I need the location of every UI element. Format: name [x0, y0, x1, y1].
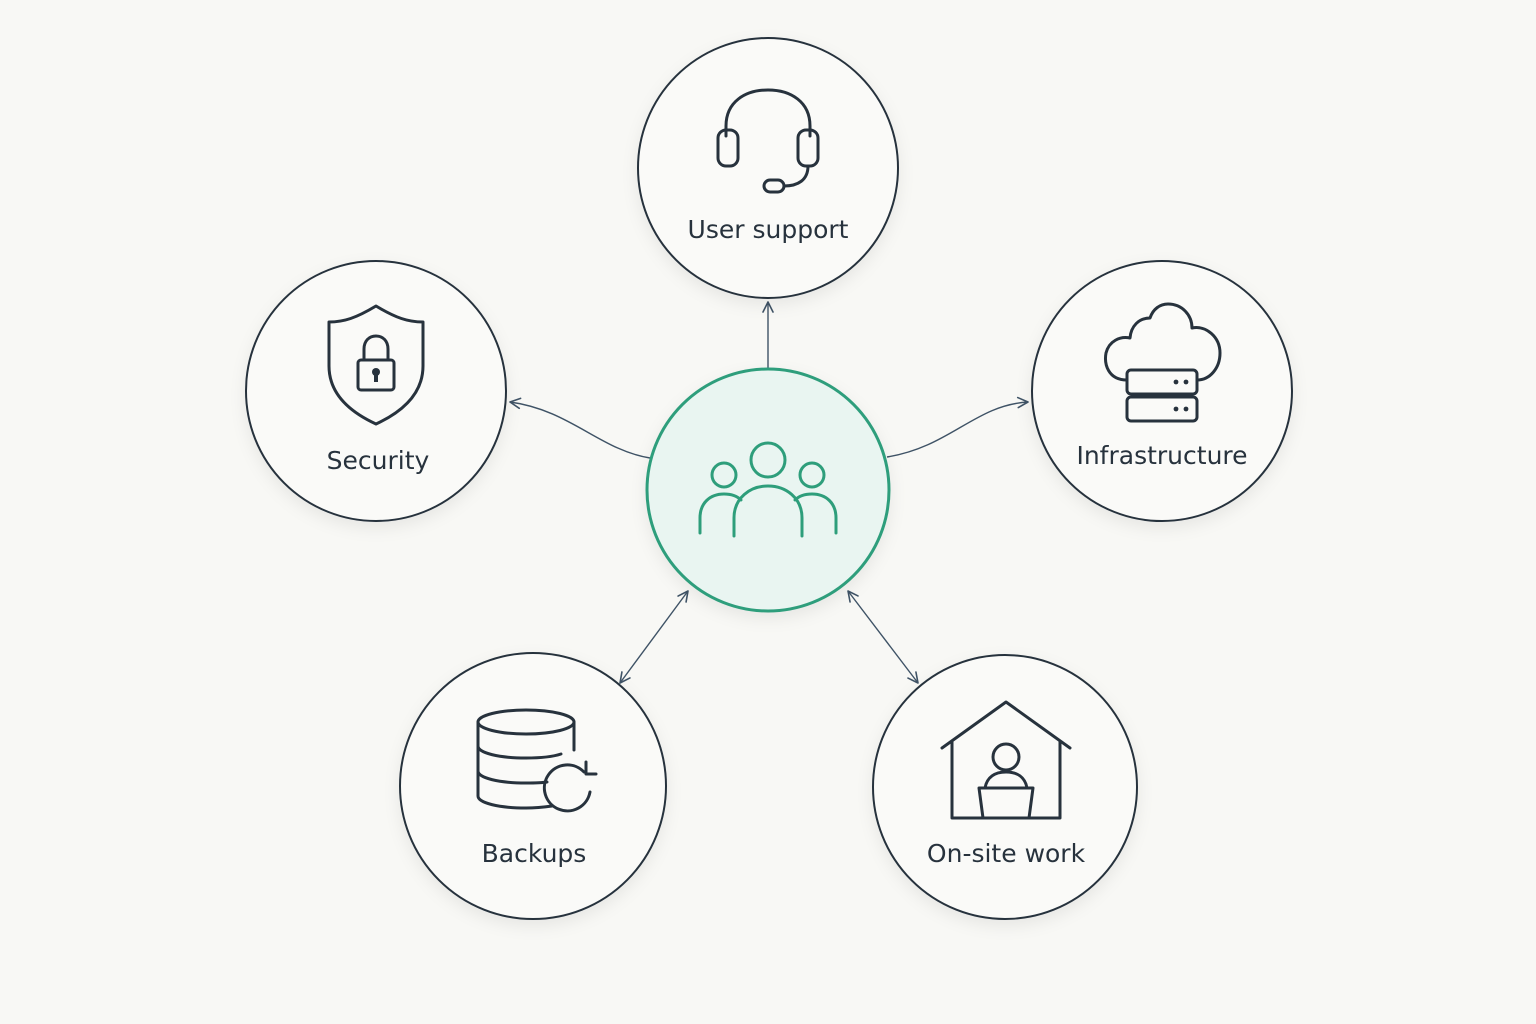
node-label: Infrastructure	[1076, 441, 1247, 470]
users-group-icon	[698, 441, 838, 538]
cloud-server-icon	[1104, 302, 1222, 423]
node-security[interactable]: Security	[245, 260, 507, 522]
node-label: Backups	[482, 839, 587, 868]
connector-backups	[619, 590, 689, 684]
headset-icon	[716, 88, 820, 194]
connector-on-site-work	[847, 590, 919, 684]
node-label: Security	[327, 446, 430, 475]
connector-security	[509, 397, 651, 459]
node-label: On-site work	[927, 839, 1086, 868]
database-sync-icon	[476, 708, 598, 813]
home-workstation-icon	[940, 700, 1072, 820]
center-hub	[645, 367, 891, 613]
node-user-support[interactable]: User support	[637, 37, 899, 299]
node-label: User support	[688, 215, 849, 244]
node-infrastructure[interactable]: Infrastructure	[1031, 260, 1293, 522]
connectors	[509, 301, 1029, 684]
node-backups[interactable]: Backups	[399, 652, 667, 920]
server-lights-icon	[1173, 379, 1189, 412]
connector-infrastructure	[886, 396, 1029, 458]
keyhole-icon	[372, 368, 380, 382]
shield-lock-icon	[327, 304, 425, 426]
node-on-site-work[interactable]: On-site work	[872, 654, 1138, 920]
